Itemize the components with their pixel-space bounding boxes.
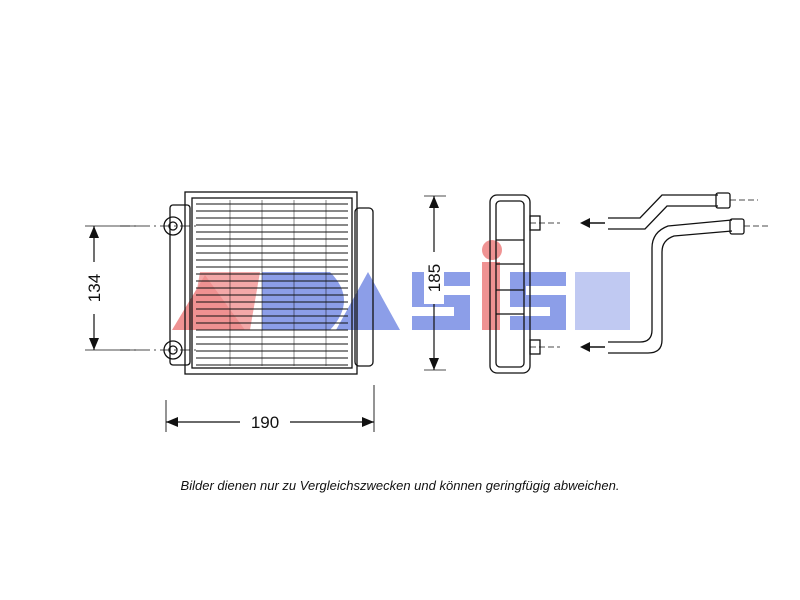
- dimension-label-134: 134: [85, 274, 104, 302]
- radiator-fins: [196, 200, 348, 366]
- pipe-assembly: [608, 192, 770, 354]
- dimension-134: [84, 225, 140, 351]
- disclaimer-caption: Bilder dienen nur zu Vergleichszwecken u…: [180, 478, 620, 493]
- flow-arrow-top: [580, 218, 605, 228]
- dimension-label-190: 190: [251, 413, 279, 432]
- dimension-label-185: 185: [425, 264, 444, 292]
- dimension-185: [424, 195, 446, 371]
- radiator-side-view: [489, 194, 560, 374]
- radiator-front-view: [120, 191, 374, 375]
- dimension-190: [165, 385, 375, 432]
- flow-arrow-bottom: [580, 342, 605, 352]
